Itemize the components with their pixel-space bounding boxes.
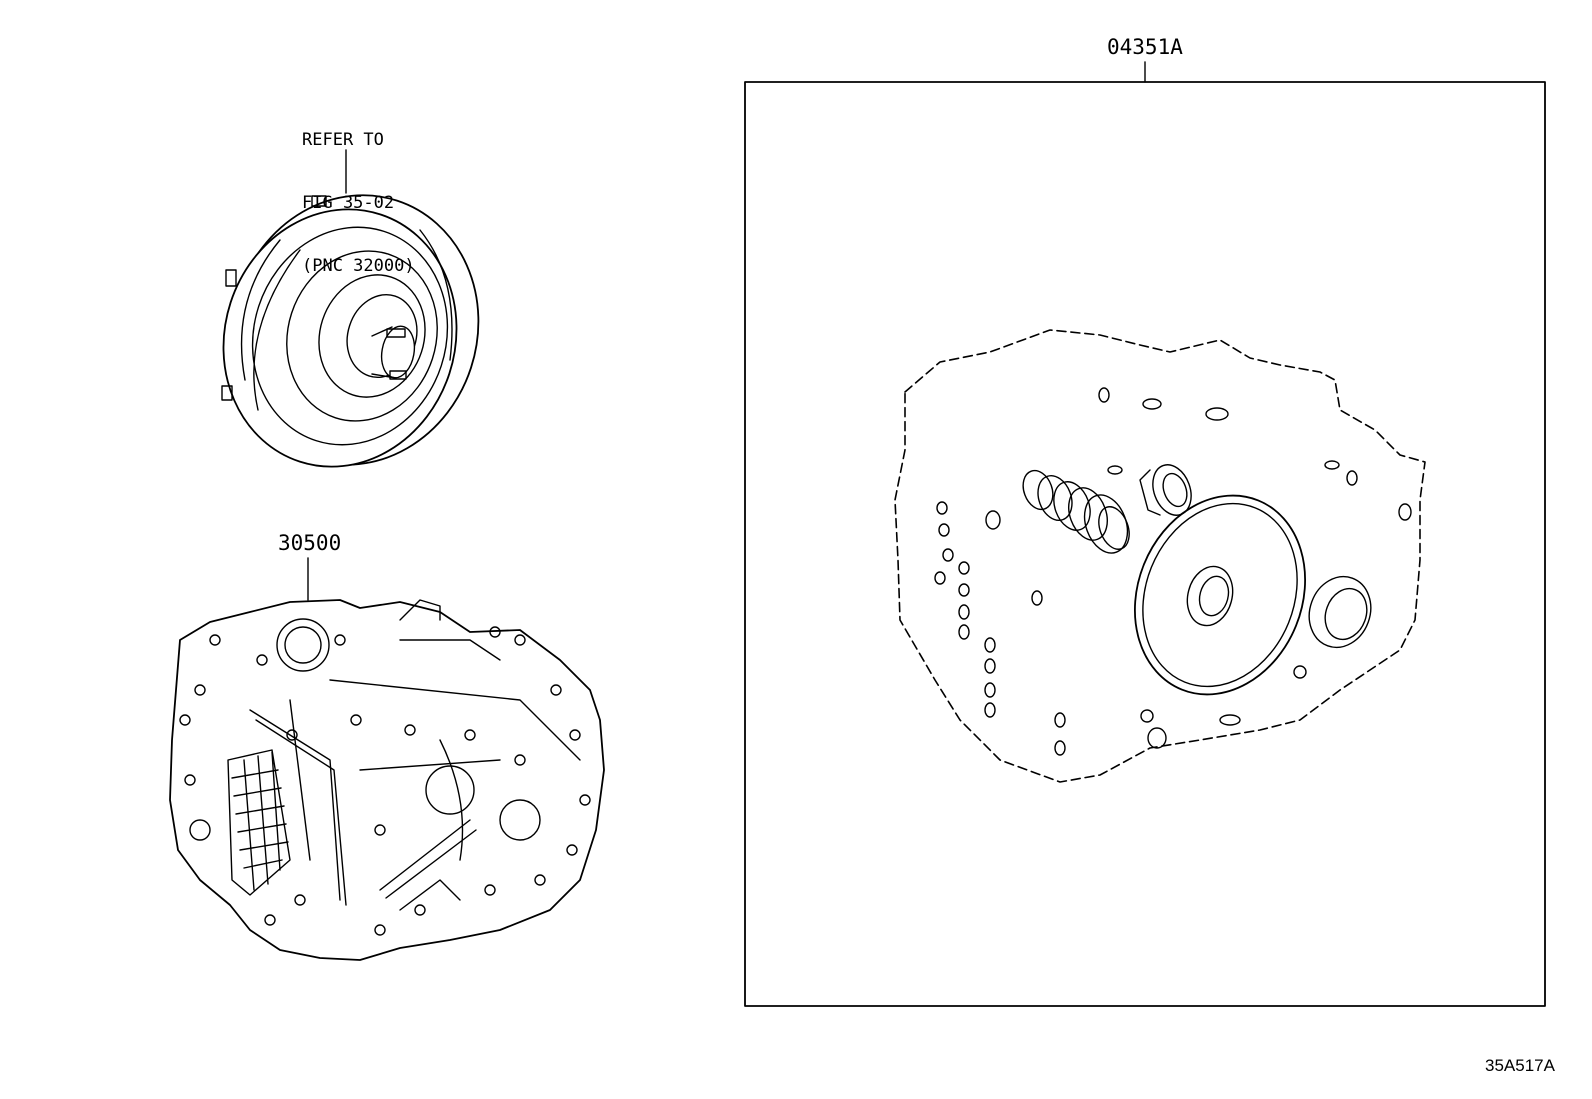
torque-converter-illustration: [221, 149, 480, 468]
converter-note-line-1: REFER TO: [302, 130, 384, 150]
transaxle-illustration: [169, 557, 605, 961]
kit-border: [744, 81, 1546, 1007]
gasket-kit-part-number: 04351A: [1107, 35, 1183, 59]
transaxle-part-number: 30500: [278, 531, 342, 555]
figure-id: 35A517A: [1485, 1056, 1555, 1075]
gasket-kit-illustration: [894, 329, 1426, 783]
oil-pan-grid: [231, 751, 289, 891]
converter-note-line-3: (PNC 32000): [302, 256, 415, 276]
converter-note-line-2: FIG 35-02: [302, 193, 395, 213]
gasket-kit-frame: [744, 61, 1546, 1007]
converter-reference-note: REFER TO FIG 35-02 (PNC 32000): [302, 88, 415, 319]
